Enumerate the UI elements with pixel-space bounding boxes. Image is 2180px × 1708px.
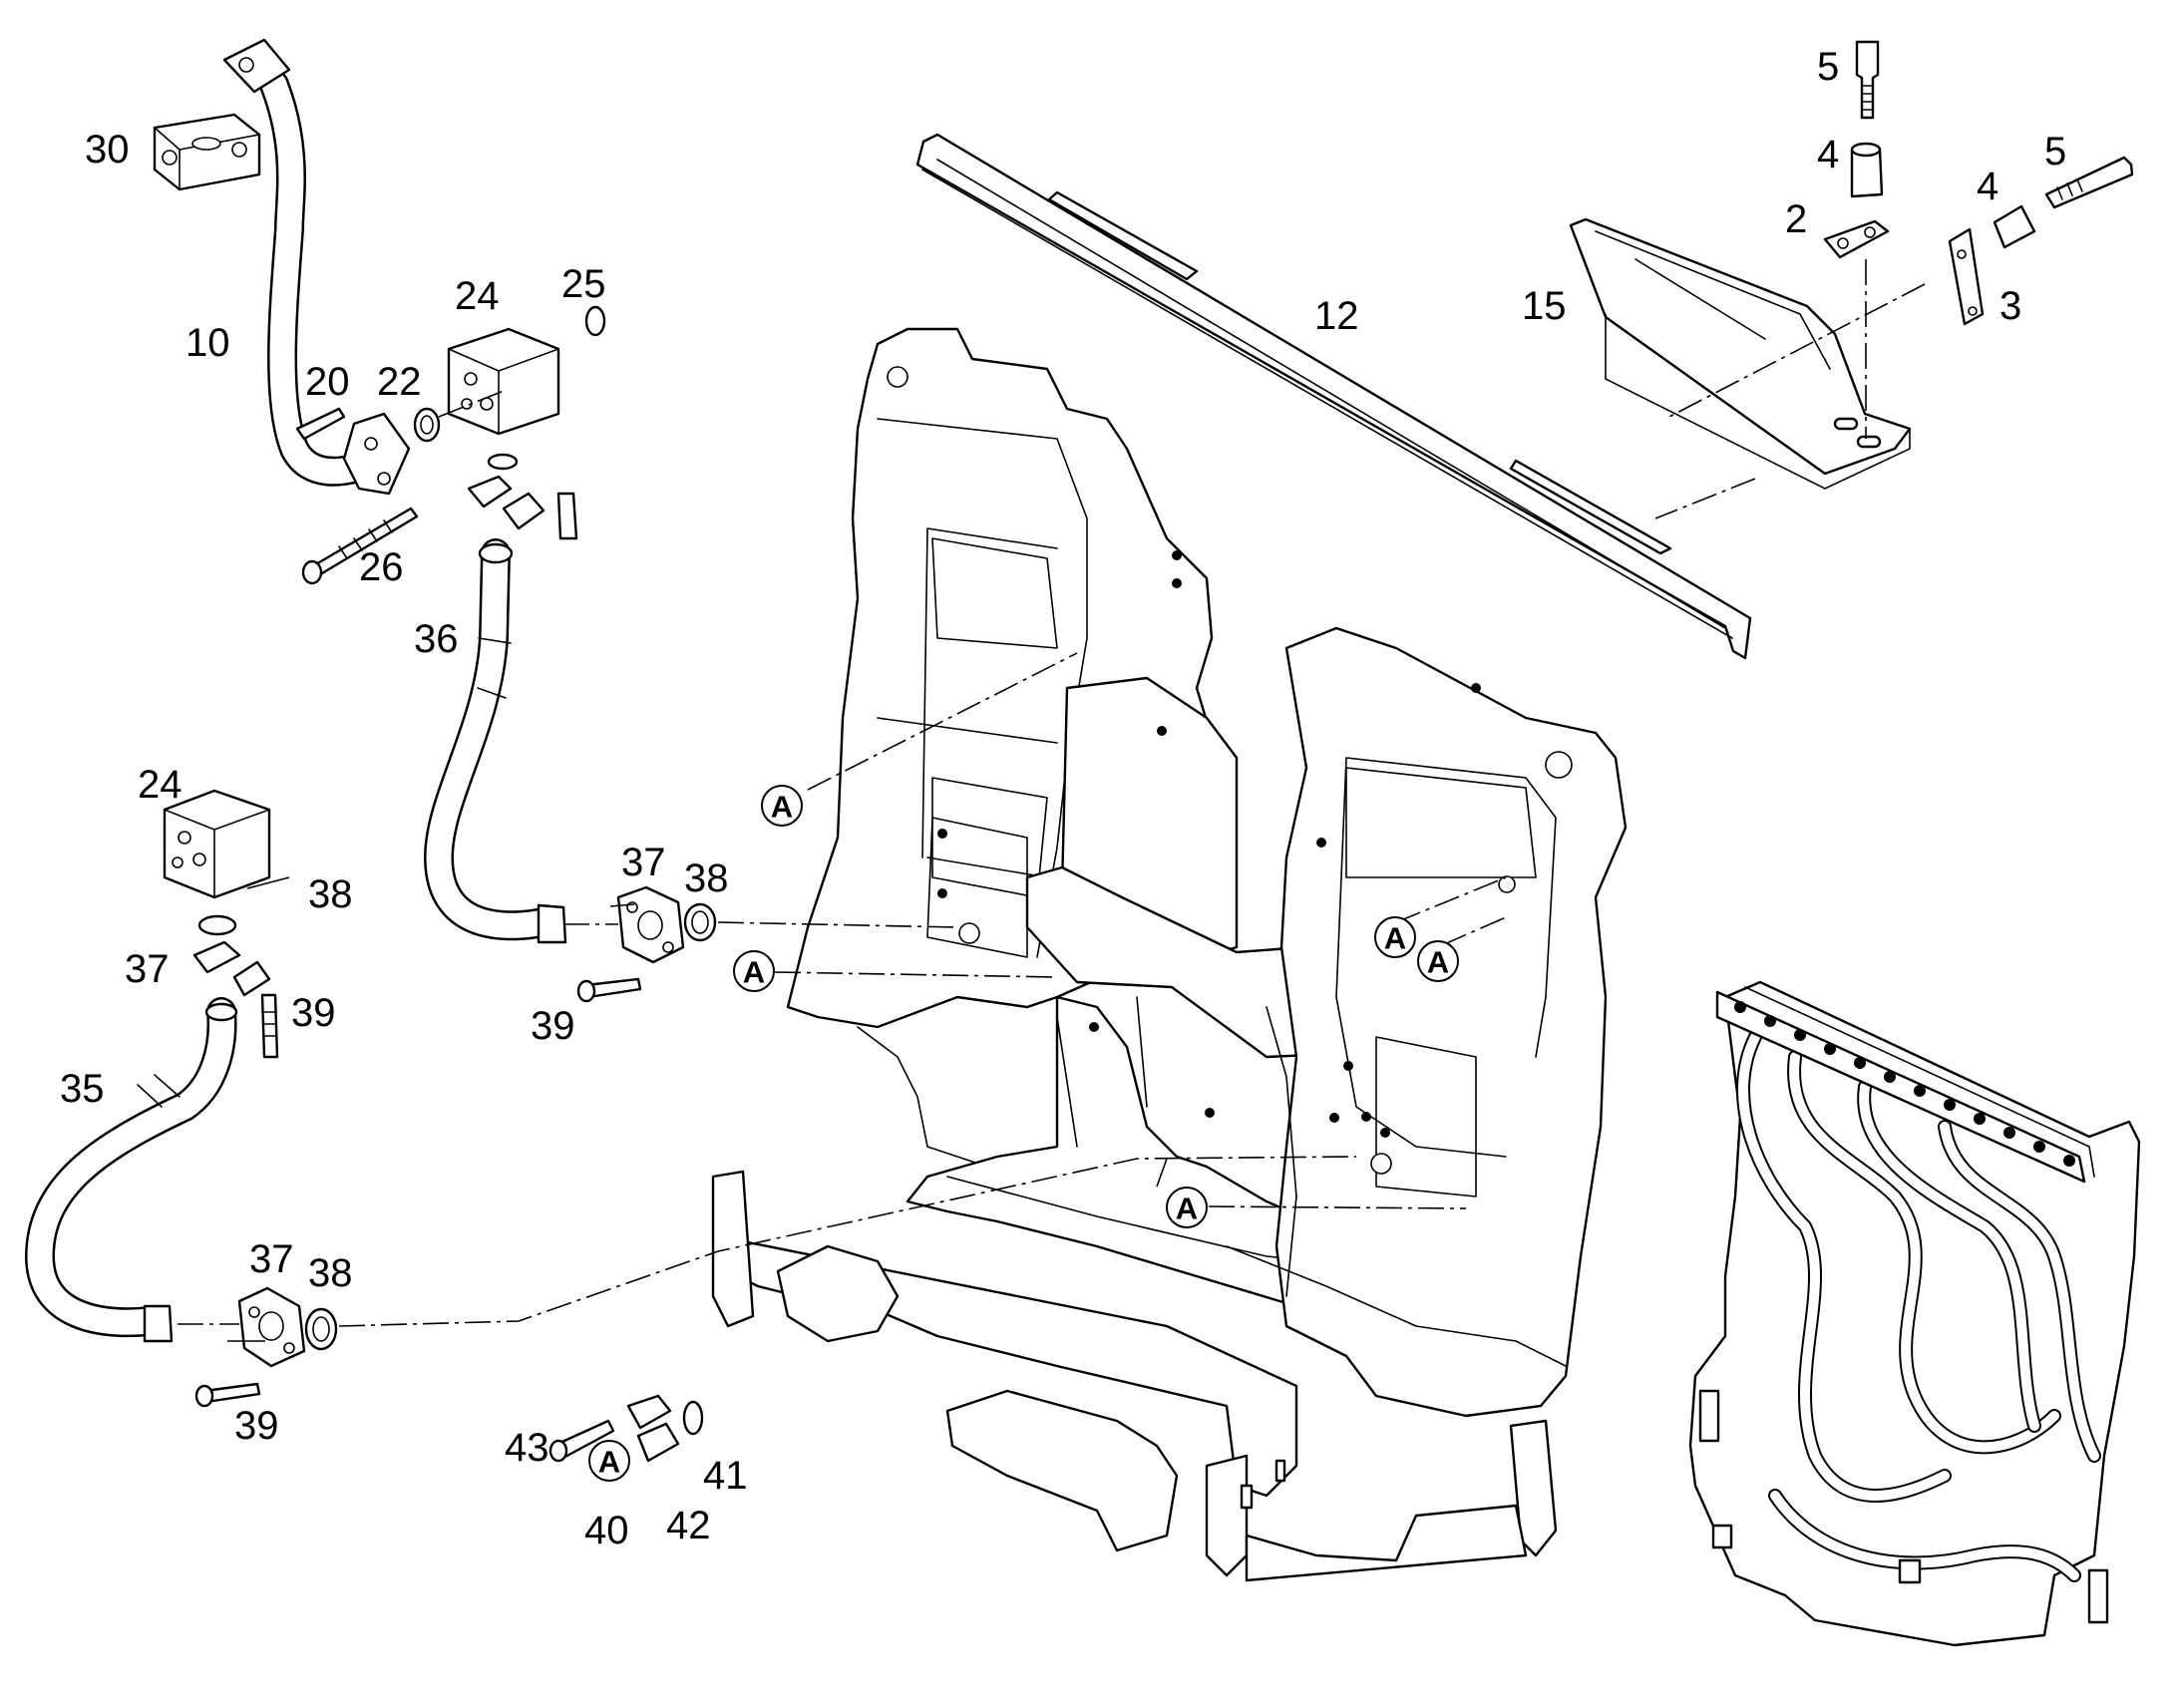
label-part-39-left: 39 (291, 991, 336, 1035)
label-part-4-top: 4 (1817, 133, 1839, 176)
label-part-35: 35 (60, 1067, 105, 1111)
label-part-26: 26 (359, 545, 404, 589)
svg-text:A: A (598, 1445, 620, 1480)
label-part-24-lower: 24 (138, 763, 182, 807)
mounting-hardware (1654, 40, 2134, 519)
label-part-43: 43 (505, 1426, 549, 1470)
label-part-3: 3 (1999, 284, 2021, 328)
label-part-42: 42 (666, 1504, 711, 1547)
label-part-25: 25 (561, 262, 606, 306)
reference-a-callout: A (1417, 940, 1459, 982)
mounting-beam (915, 133, 1752, 660)
reference-a-callout: A (588, 1440, 630, 1482)
label-part-37-left: 37 (125, 947, 170, 991)
svg-text:A: A (1384, 921, 1406, 956)
hose-35 (25, 789, 1357, 1408)
reference-a-callout: A (733, 950, 775, 992)
bracket (1569, 217, 1912, 490)
label-part-37-bottom: 37 (249, 1237, 294, 1281)
label-part-30: 30 (85, 128, 130, 171)
label-part-5-right: 5 (2044, 130, 2066, 173)
svg-text:A: A (771, 790, 793, 825)
plug-kit (548, 1394, 704, 1482)
label-part-39-mid: 39 (531, 1004, 575, 1048)
label-part-38-mid: 38 (684, 856, 729, 900)
label-part-40: 40 (584, 1509, 629, 1552)
part-labels: 30 10 20 22 24 25 26 36 24 38 37 39 35 3… (60, 45, 2066, 1552)
pipe-assembly-top (153, 38, 606, 585)
label-part-22: 22 (377, 360, 422, 404)
inset-assembled-view (1688, 980, 2141, 1647)
label-part-12: 12 (1314, 294, 1359, 338)
label-part-38-bottom: 38 (308, 1251, 353, 1295)
label-part-5-top: 5 (1817, 45, 1839, 89)
svg-text:A: A (1427, 945, 1449, 980)
label-part-38-left: 38 (308, 872, 353, 916)
label-part-37-mid: 37 (621, 841, 666, 884)
reference-a-callout: A (761, 785, 803, 827)
svg-text:A: A (743, 955, 765, 990)
reference-callouts: A A A A A A (588, 785, 1459, 1482)
label-part-20: 20 (305, 360, 350, 404)
label-part-36: 36 (414, 617, 459, 661)
label-part-24-top: 24 (455, 274, 500, 318)
label-part-2: 2 (1785, 197, 1807, 241)
reference-a-callout: A (1374, 916, 1416, 958)
leader-lines (227, 652, 1507, 1342)
hose-36 (424, 538, 958, 1003)
label-part-41: 41 (703, 1454, 748, 1498)
label-part-10: 10 (185, 321, 230, 365)
label-part-4-right: 4 (1977, 165, 1998, 208)
label-part-15: 15 (1522, 284, 1567, 328)
svg-text:A: A (1176, 1192, 1198, 1226)
label-part-39-bottom: 39 (234, 1404, 279, 1448)
reference-a-callout: A (1166, 1187, 1208, 1228)
main-frame (711, 327, 1628, 1582)
